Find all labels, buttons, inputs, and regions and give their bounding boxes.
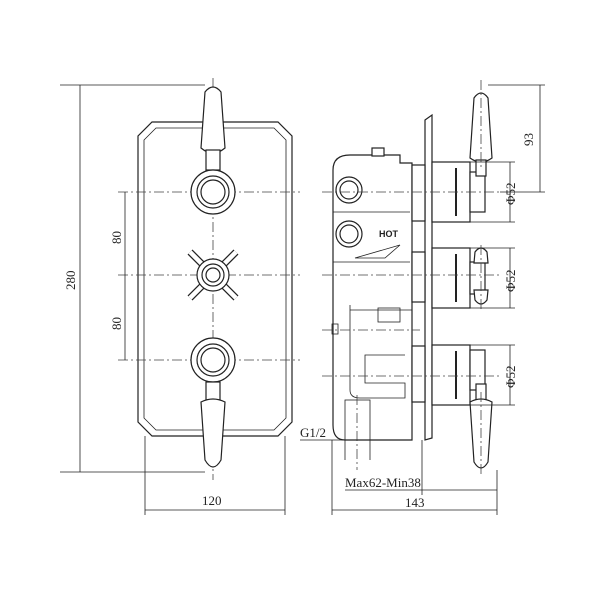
center-valve-diameter: Φ52 [503,269,518,292]
depth-range-label: Max62-Min38 [345,475,421,490]
top-valve-cartridge [411,92,493,223]
center-valve-cartridge [411,247,489,309]
width-dimension: 120 [202,493,222,508]
faceplate-outline [137,121,293,437]
valve-body [332,154,413,441]
center-cross-handle [187,249,239,301]
total-depth-dimension: 143 [405,495,425,510]
top-valve-diameter: Φ52 [503,182,518,205]
bottom-valve-cartridge [411,344,493,469]
front-view: 280 80 80 120 [60,78,300,515]
hot-inlet-label: HOT [379,229,399,239]
thread-size-label: G1/2 [300,425,326,440]
faceplate-side [424,113,433,441]
height-dimension: 280 [63,271,78,291]
side-view: HOT [300,80,545,515]
upper-spacing-dimension: 80 [109,231,124,244]
lower-spacing-dimension: 80 [109,317,124,330]
bottom-valve-diameter: Φ52 [503,365,518,388]
top-lever-handle [190,86,236,215]
bottom-lever-handle [190,337,236,468]
top-offset-dimension: 93 [521,133,536,146]
faceplate-inner-outline [143,127,287,431]
